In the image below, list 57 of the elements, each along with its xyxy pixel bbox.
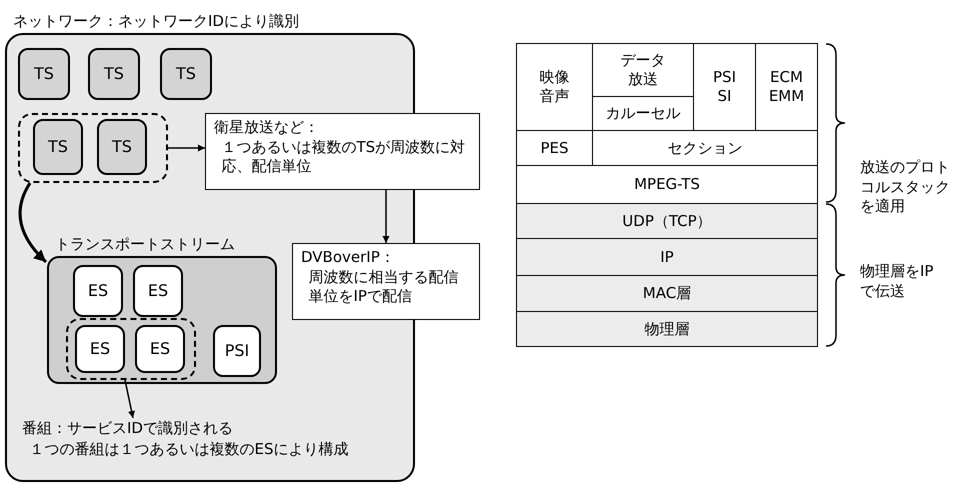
dashed-group <box>18 113 168 183</box>
stack-layer <box>516 311 818 347</box>
arrow <box>18 182 48 264</box>
node-label: ES <box>150 338 170 360</box>
node-label: MPEG-TS <box>634 175 700 194</box>
node-label: TS <box>104 63 124 85</box>
node-label: TS <box>176 63 196 85</box>
stack-layer <box>516 203 818 239</box>
es-box <box>73 265 123 317</box>
note-text: 番組：サービスIDで識別される <box>22 418 234 439</box>
node-label: カルーセル <box>606 104 680 123</box>
node-label: UDP（TCP） <box>622 210 712 232</box>
node-label: ES <box>88 280 108 302</box>
ts-box <box>88 48 140 100</box>
es-box <box>213 325 261 377</box>
callout-heading: 衛星放送など： <box>214 118 320 138</box>
ts-box <box>33 119 83 175</box>
arrow <box>382 190 390 243</box>
brace-label: 放送のプロトコルスタックを適用 <box>860 158 951 216</box>
node-label: TS <box>34 63 54 85</box>
node-label: TS <box>48 136 68 158</box>
stack-layer <box>755 43 818 131</box>
es-box <box>75 325 125 373</box>
node-label: セクション <box>668 138 742 158</box>
heading-text: トランスポートストリーム <box>55 234 235 255</box>
note-text: １つの番組は１つあるいは複数のESにより構成 <box>28 439 350 460</box>
arrow <box>124 380 135 418</box>
callout-text: 周波数に相当する配信単位をIPで配信 <box>308 268 460 306</box>
es-box <box>135 325 185 373</box>
node-label: TS <box>112 136 132 158</box>
node-label: MAC層 <box>642 283 692 304</box>
ts-box <box>160 48 212 100</box>
heading-text: ネットワーク：ネットワークIDにより識別 <box>13 11 299 32</box>
stack-layer <box>516 238 818 276</box>
node-label: ES <box>148 280 168 302</box>
callout-box <box>292 243 480 320</box>
callout-heading: DVBoverIP： <box>301 248 396 268</box>
arrow <box>168 144 205 152</box>
brace-label: 物理層をIPで伝送 <box>860 262 934 301</box>
node-label: PES <box>540 138 569 158</box>
es-box <box>133 265 183 317</box>
callout-box <box>205 113 480 190</box>
callout-text: １つあるいは複数のTSが周波数に対応、配信単位 <box>220 138 466 176</box>
node-label: PSI <box>224 340 250 362</box>
node-label: 物理層 <box>644 318 690 340</box>
stack-layer <box>516 275 818 312</box>
node-label: IP <box>660 246 674 268</box>
ts-box <box>18 48 70 100</box>
node-label: データ放送 <box>620 51 666 89</box>
node-label: PSI SI <box>712 68 737 106</box>
dashed-group <box>66 318 196 380</box>
node-label: ECM EMM <box>768 68 806 106</box>
stack-layer <box>516 165 818 204</box>
stack-layer <box>516 43 593 131</box>
ts-box <box>97 119 147 175</box>
node-label: 映像音声 <box>538 68 570 106</box>
node-label: ES <box>90 338 110 360</box>
